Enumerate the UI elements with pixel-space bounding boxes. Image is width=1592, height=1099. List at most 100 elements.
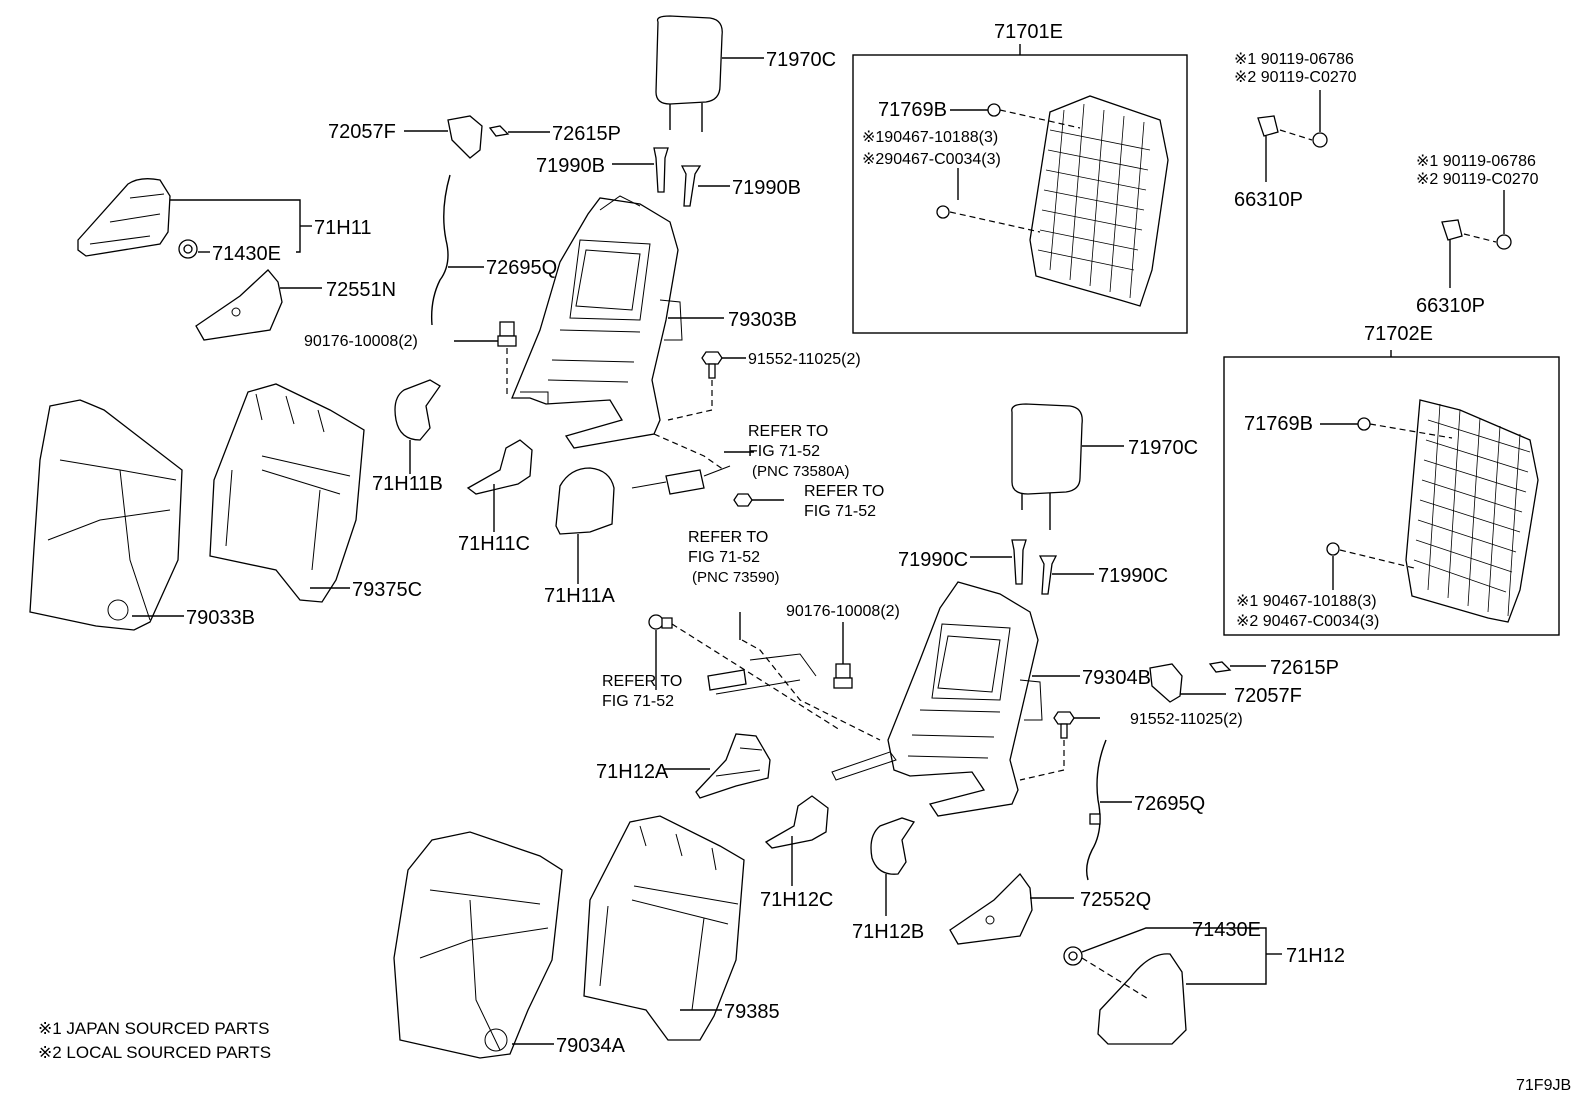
backrest-79034A (393, 831, 563, 1059)
label-79385: 79385 (724, 1001, 780, 1023)
panel-71701E (1029, 95, 1169, 307)
clip-71430E-top (178, 239, 198, 259)
headrest-71970C-mid (1011, 403, 1083, 530)
cover-72552Q (949, 872, 1033, 945)
label-90467-2b: ※2 90467-C0034(3) (1236, 613, 1379, 630)
label-71701E: 71701E (994, 21, 1063, 43)
cover-71H11 (77, 178, 171, 257)
label-90467-1a: ※190467-10188(3) (862, 129, 998, 146)
clip-72615P-mid (1208, 661, 1232, 673)
footnote-local: ※2 LOCAL SOURCED PARTS (38, 1043, 271, 1062)
frame-79303B (511, 195, 683, 449)
bracket-72057F-mid (1149, 663, 1183, 703)
label-71702E: 71702E (1364, 323, 1433, 345)
ref1-line1: REFER TO (748, 423, 828, 440)
headrest-71970C-top (655, 15, 723, 132)
label-71990B-b: 71990B (732, 177, 801, 199)
label-90467-1b: ※1 90467-10188(3) (1236, 593, 1377, 610)
bolt-refer-fig-top (733, 493, 753, 507)
label-72551N: 72551N (326, 279, 396, 301)
trim-71H11B (394, 379, 441, 441)
label-71H12A: 71H12A (596, 761, 669, 783)
cover-71H12 (1097, 953, 1187, 1045)
diagram-id: 71F9JB (1516, 1077, 1571, 1094)
label-90176-top: 90176-10008(2) (304, 333, 418, 350)
ref1-line2: FIG 71-52 (748, 443, 820, 460)
ref4-line2: FIG 71-52 (602, 693, 674, 710)
label-90119-1a: ※1 90119-06786 (1234, 51, 1354, 68)
label-71769B-a: 71769B (878, 99, 947, 121)
ref3-line1: REFER TO (688, 529, 768, 546)
label-90119-2a: ※2 90119-C0270 (1234, 69, 1357, 86)
label-66310P-b: 66310P (1416, 295, 1485, 317)
label-71430E-top: 71430E (212, 243, 281, 265)
backrest-79375C (209, 383, 365, 603)
label-71H12: 71H12 (1286, 945, 1345, 967)
wire-72695Q-mid (1085, 739, 1107, 881)
label-72057F-mid: 72057F (1234, 685, 1302, 707)
backrest-79033B (29, 399, 183, 631)
ref3-line3: (PNC 73590) (692, 569, 780, 586)
label-72695Q-top: 72695Q (486, 257, 557, 279)
bolt-91552-mid (1053, 711, 1075, 739)
label-71430E-bot: 71430E (1192, 919, 1261, 941)
label-71H12C: 71H12C (760, 889, 833, 911)
label-79033B: 79033B (186, 607, 255, 629)
label-90119-2b: ※2 90119-C0270 (1416, 171, 1539, 188)
label-72057F-top: 72057F (328, 121, 396, 143)
label-71769B-b: 71769B (1244, 413, 1313, 435)
label-91552-top: 91552-11025(2) (748, 351, 861, 368)
label-71H11C: 71H11C (458, 533, 530, 555)
ref3-line2: FIG 71-52 (688, 549, 760, 566)
panel-71702E (1405, 399, 1539, 623)
bolt-90176-mid (833, 663, 853, 689)
label-71990C-b: 71990C (1098, 565, 1168, 587)
frame-79304B (831, 581, 1043, 817)
ref4-line1: REFER TO (602, 673, 682, 690)
label-71990C-a: 71990C (898, 549, 968, 571)
cover-72551N (195, 269, 283, 341)
ref2-line2: FIG 71-52 (804, 503, 876, 520)
label-90467-2a: ※290467-C0034(3) (862, 151, 1001, 168)
label-79034A: 79034A (556, 1035, 626, 1057)
belt-part-73590 (707, 653, 817, 695)
trim-71H12C (764, 795, 829, 849)
label-71970C-top: 71970C (766, 49, 836, 71)
label-71H11A: 71H11A (544, 585, 615, 607)
label-79304B: 79304B (1082, 667, 1151, 689)
label-71H11: 71H11 (314, 217, 371, 239)
bracket-66310P-a (1257, 115, 1328, 148)
label-71970C-mid: 71970C (1128, 437, 1198, 459)
label-71990B-a: 71990B (536, 155, 605, 177)
bracket-66310P-b (1441, 219, 1512, 250)
label-72552Q: 72552Q (1080, 889, 1151, 911)
label-71H12B: 71H12B (852, 921, 924, 943)
backrest-79385 (583, 815, 745, 1041)
footnote-japan: ※1 JAPAN SOURCED PARTS (38, 1019, 270, 1038)
trim-71H11C (466, 439, 533, 495)
belt-part-73580A (631, 465, 731, 495)
label-90119-1b: ※1 90119-06786 (1416, 153, 1536, 170)
guide-71990B (653, 147, 702, 207)
ref1-line3: (PNC 73580A) (752, 463, 850, 480)
label-72615P-top: 72615P (552, 123, 621, 145)
label-90176-mid: 90176-10008(2) (786, 603, 900, 620)
label-71H11B: 71H11B (372, 473, 443, 495)
cover-71H12A (695, 733, 771, 799)
clip-71430E-bot (1063, 946, 1083, 966)
trim-71H12B (870, 817, 916, 875)
bolt-refer-fig-mid (648, 614, 673, 630)
bolt-90176-top (497, 321, 517, 347)
cover-71H11A (555, 467, 615, 535)
bolt-91552-top (701, 351, 723, 379)
label-79303B: 79303B (728, 309, 797, 331)
label-66310P-a: 66310P (1234, 189, 1303, 211)
label-72615P-mid: 72615P (1270, 657, 1339, 679)
guide-71990C (1011, 539, 1058, 595)
ref2-line1: REFER TO (804, 483, 884, 500)
label-72695Q-mid: 72695Q (1134, 793, 1205, 815)
label-91552-mid: 91552-11025(2) (1130, 711, 1243, 728)
label-79375C: 79375C (352, 579, 422, 601)
